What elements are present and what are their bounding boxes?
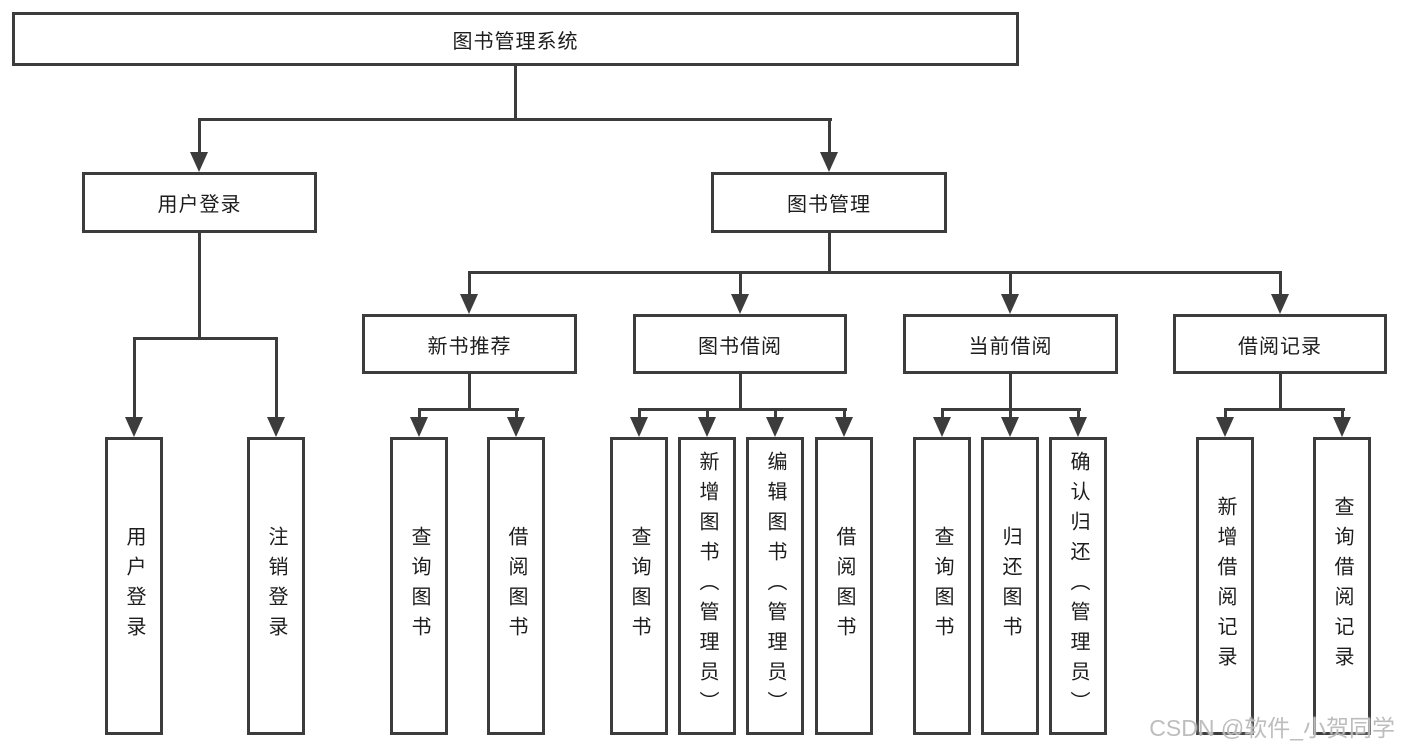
leaf-borrow-add-admin-label: 新增图书（管理员） (696, 451, 718, 721)
connector-line (275, 337, 278, 417)
node-root: 图书管理系统 (12, 12, 1019, 66)
arrowhead-icon (1333, 417, 1351, 437)
arrowhead-icon (698, 417, 716, 437)
connector-line (1224, 408, 1345, 411)
leaf-records-add-label: 新增借阅记录 (1214, 496, 1236, 676)
connector-line (828, 118, 831, 154)
leaf-newbooks-borrow-label: 借阅图书 (505, 526, 527, 646)
leaf-records-add: 新增借阅记录 (1196, 437, 1254, 735)
connector-line (739, 374, 742, 408)
connector-line (418, 408, 519, 411)
leaf-current-return-label: 归还图书 (999, 526, 1021, 646)
arrowhead-icon (460, 294, 478, 314)
arrowhead-icon (1216, 417, 1234, 437)
connector-line (1341, 408, 1344, 417)
node-user-login: 用户登录 (82, 172, 317, 233)
leaf-borrow-search-label: 查询图书 (628, 526, 650, 646)
arrowhead-icon (267, 417, 285, 437)
arrowhead-icon (933, 417, 951, 437)
node-book-borrow-label: 图书借阅 (698, 335, 782, 358)
connector-line (1279, 271, 1282, 294)
connector-line (198, 233, 201, 337)
connector-line (1009, 271, 1012, 294)
arrowhead-icon (731, 294, 749, 314)
leaf-user-login: 用户登录 (105, 437, 163, 735)
leaf-borrow-borrow-label: 借阅图书 (833, 526, 855, 646)
connector-line (133, 337, 278, 340)
arrowhead-icon (820, 152, 838, 172)
arrowhead-icon (507, 417, 525, 437)
leaf-newbooks-search: 查询图书 (390, 437, 448, 735)
connector-line (198, 118, 832, 121)
node-new-books: 新书推荐 (362, 314, 577, 374)
connector-line (1279, 374, 1282, 408)
connector-line (1224, 408, 1227, 417)
connector-line (774, 408, 777, 417)
node-borrow-records: 借阅记录 (1173, 314, 1387, 374)
arrowhead-icon (410, 417, 428, 437)
connector-line (739, 271, 742, 294)
leaf-current-return: 归还图书 (981, 437, 1039, 735)
leaf-user-login-label: 用户登录 (123, 526, 145, 646)
leaf-current-search-label: 查询图书 (931, 526, 953, 646)
leaf-logout: 注销登录 (247, 437, 305, 735)
connector-line (133, 337, 136, 417)
csdn-watermark: CSDN @软件_小贺同学 (1149, 715, 1395, 741)
connector-line (468, 271, 471, 294)
node-new-books-label: 新书推荐 (427, 335, 512, 358)
connector-line (198, 118, 201, 154)
arrowhead-icon (1001, 294, 1019, 314)
node-book-management: 图书管理 (711, 172, 947, 233)
arrowhead-icon (190, 152, 208, 172)
node-current-borrow: 当前借阅 (903, 314, 1118, 374)
connector-line (468, 271, 1282, 274)
arrowhead-icon (125, 417, 143, 437)
connector-line (468, 374, 471, 408)
connector-line (843, 408, 846, 417)
arrowhead-icon (630, 417, 648, 437)
connector-line (514, 66, 517, 118)
connector-line (828, 233, 831, 271)
connector-line (638, 408, 641, 417)
node-current-borrow-label: 当前借阅 (968, 335, 1053, 358)
node-root-label: 图书管理系统 (452, 30, 579, 53)
leaf-borrow-edit-admin-label: 编辑图书（管理员） (764, 451, 786, 721)
connector-line (706, 408, 709, 417)
leaf-current-search: 查询图书 (913, 437, 971, 735)
leaf-current-confirm-admin-label: 确认归还（管理员） (1067, 451, 1089, 721)
connector-line (638, 408, 847, 411)
arrowhead-icon (1001, 417, 1019, 437)
node-book-borrow: 图书借阅 (633, 314, 847, 374)
connector-line (418, 408, 421, 417)
leaf-borrow-edit-admin: 编辑图书（管理员） (746, 437, 804, 735)
leaf-borrow-add-admin: 新增图书（管理员） (678, 437, 736, 735)
node-user-login-label: 用户登录 (157, 194, 242, 216)
leaf-records-search-label: 查询借阅记录 (1331, 496, 1353, 676)
arrowhead-icon (766, 417, 784, 437)
connector-line (941, 408, 944, 417)
leaf-newbooks-search-label: 查询图书 (408, 526, 430, 646)
connector-line (1077, 408, 1080, 417)
leaf-current-confirm-admin: 确认归还（管理员） (1049, 437, 1107, 735)
arrowhead-icon (1069, 417, 1087, 437)
arrowhead-icon (835, 417, 853, 437)
node-borrow-records-label: 借阅记录 (1238, 335, 1322, 358)
leaf-borrow-search: 查询图书 (610, 437, 668, 735)
leaf-records-search: 查询借阅记录 (1313, 437, 1371, 735)
leaf-logout-label: 注销登录 (265, 526, 287, 646)
connector-line (1009, 408, 1012, 417)
connector-line (515, 408, 518, 417)
connector-line (1009, 374, 1012, 408)
leaf-borrow-borrow: 借阅图书 (815, 437, 873, 735)
arrowhead-icon (1271, 294, 1289, 314)
leaf-newbooks-borrow: 借阅图书 (487, 437, 545, 735)
node-book-management-label: 图书管理 (787, 194, 871, 216)
